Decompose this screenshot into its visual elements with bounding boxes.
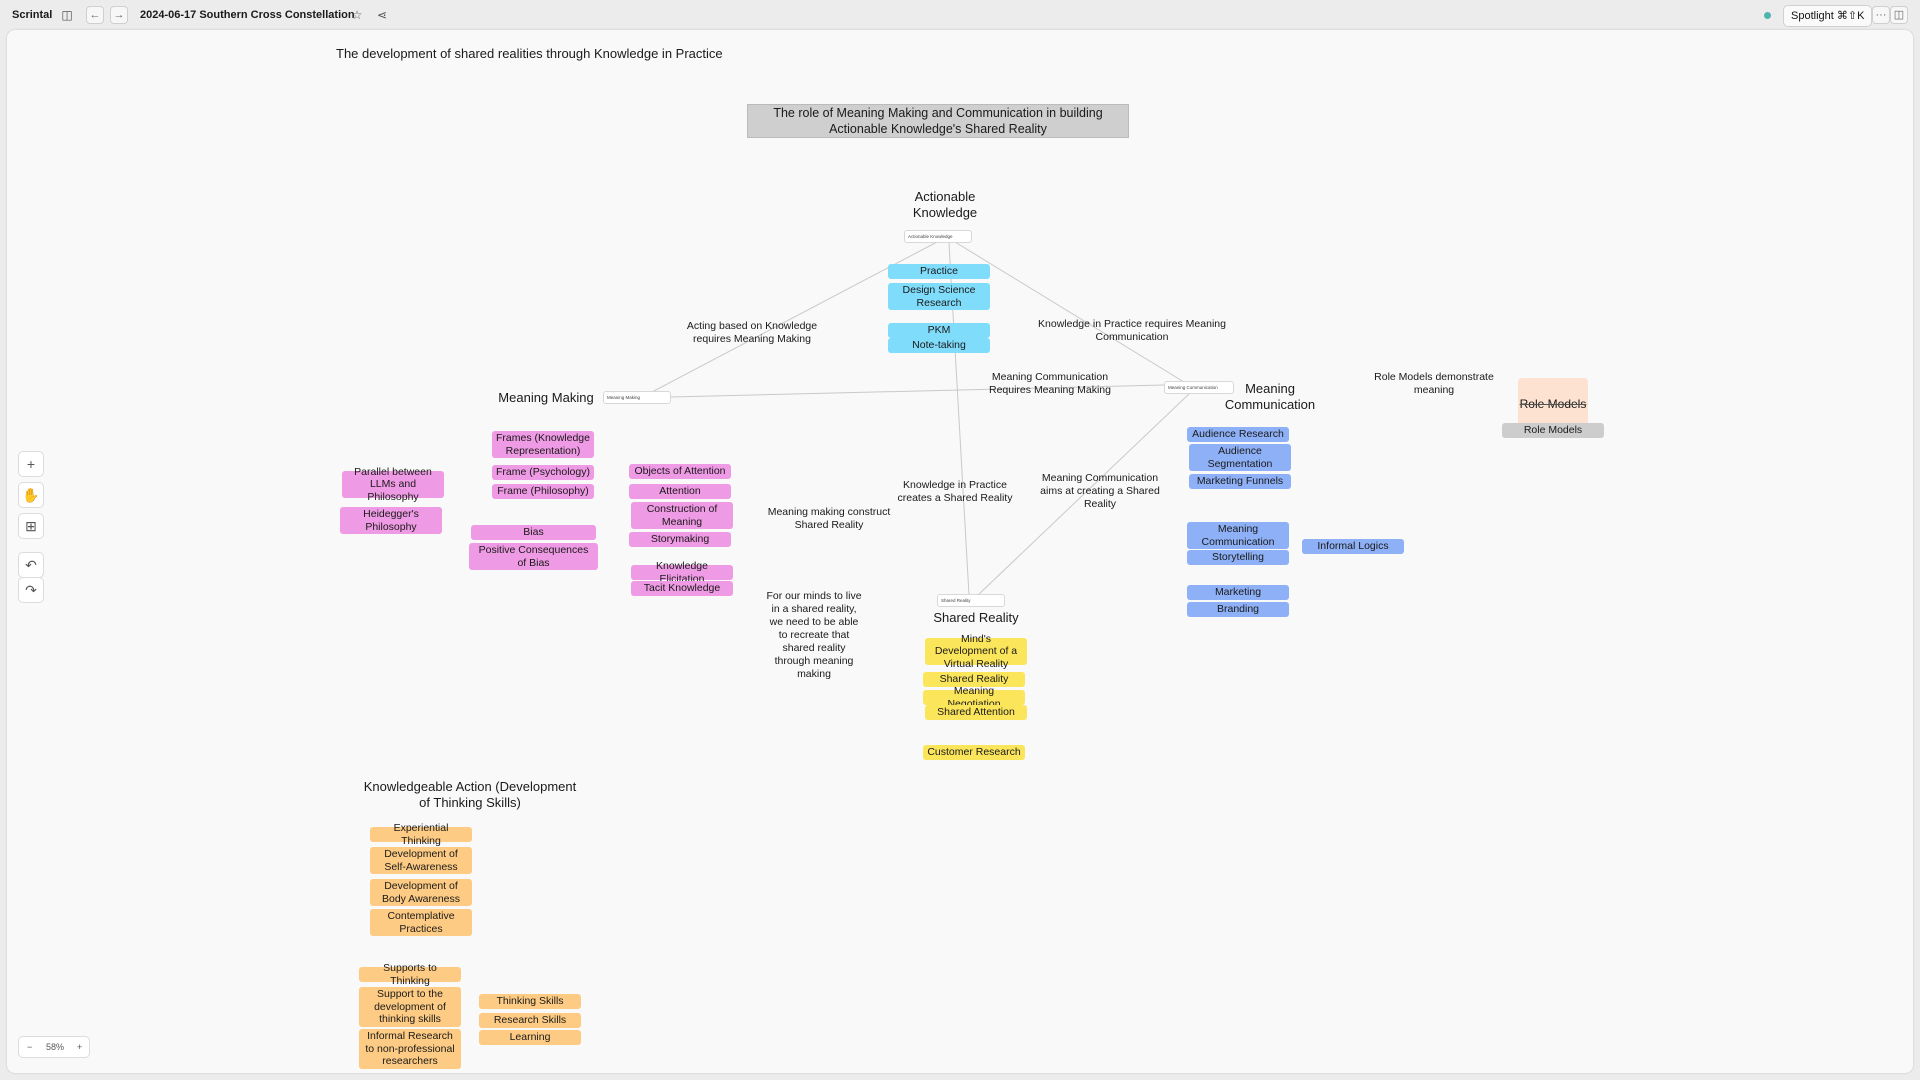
edge-label-kip-requires-mc[interactable]: Knowledge in Practice requires Meaning C… (1038, 318, 1226, 343)
tag-supports-to-thinking[interactable]: Supports to Thinking (359, 962, 461, 987)
tag-construction-of-meaning[interactable]: Construction of Meaning (631, 502, 733, 529)
tag-marketing[interactable]: Marketing (1187, 585, 1289, 600)
heading-actionable-knowledge[interactable]: Actionable Knowledge (912, 189, 978, 220)
tag-frame-philosophy[interactable]: Frame (Philosophy) (492, 484, 594, 499)
heading-meaning-communication[interactable]: Meaning Communication (1224, 381, 1316, 412)
tag-storytelling[interactable]: Storytelling (1187, 550, 1289, 565)
tag-branding[interactable]: Branding (1187, 602, 1289, 617)
tag-experiential-thinking[interactable]: Experiential Thinking (370, 822, 472, 847)
tag-positive-consequences-bias[interactable]: Positive Consequences of Bias (469, 543, 598, 570)
tag-meaning-negotiation[interactable]: Meaning Negotiation (923, 685, 1025, 710)
tag-development-body-awareness[interactable]: Development of Body Awareness (370, 879, 472, 906)
spotlight-button[interactable]: Spotlight ⌘⇧K (1783, 5, 1873, 27)
tag-storymaking[interactable]: Storymaking (629, 532, 731, 547)
tag-frame-psychology[interactable]: Frame (Psychology) (492, 465, 594, 480)
redo-button[interactable]: ↷ (18, 577, 44, 603)
zoom-in-button[interactable]: + (77, 1042, 83, 1052)
tag-learning[interactable]: Learning (479, 1030, 581, 1045)
grid-tool-button[interactable]: ⊞ (18, 513, 44, 539)
tag-minds-development-virtual-reality[interactable]: Mind's Development of a Virtual Reality (925, 633, 1027, 670)
tag-meaning-communication[interactable]: Meaning Communication (1187, 522, 1289, 549)
note-role-models-demonstrate[interactable]: Role Models demonstrate meaning (1374, 371, 1494, 396)
tag-informal-research-non-professional[interactable]: Informal Research to non-professional re… (359, 1029, 461, 1069)
tag-heidegger-philosophy[interactable]: Heidegger's Philosophy (340, 507, 442, 534)
edge-label-mc-requires-mm[interactable]: Meaning Communication Requires Meaning M… (989, 371, 1111, 396)
star-icon[interactable]: ☆ (351, 8, 363, 22)
card-shared-reality[interactable]: Shared Reality (937, 594, 1005, 607)
share-icon[interactable]: ⋖ (376, 8, 388, 22)
tag-pkm[interactable]: PKM (888, 323, 990, 338)
grid-icon: ⊞ (25, 518, 37, 534)
tag-bias[interactable]: Bias (471, 525, 596, 540)
board-title[interactable]: 2024-06-17 Southern Cross Constellation (140, 9, 355, 21)
add-card-button[interactable]: + (18, 451, 44, 477)
edge-label-mc-aims-sr[interactable]: Meaning Communication aims at creating a… (1040, 472, 1160, 510)
hand-icon: ✋ (22, 487, 40, 503)
tag-marketing-funnels[interactable]: Marketing Funnels (1189, 474, 1291, 489)
forward-button[interactable]: → (110, 6, 128, 24)
zoom-control: − 58% + (18, 1036, 90, 1058)
zoom-level: 58% (46, 1042, 65, 1052)
tag-thinking-skills[interactable]: Thinking Skills (479, 994, 581, 1009)
undo-icon: ↶ (25, 557, 37, 573)
board-canvas[interactable]: The development of shared realities thro… (7, 30, 1913, 1073)
tag-tacit-knowledge[interactable]: Tacit Knowledge (631, 581, 733, 596)
tag-parallel-llms-philosophy[interactable]: Parallel between LLMs and Philosophy (342, 466, 444, 503)
tag-support-development-thinking-skills[interactable]: Support to the development of thinking s… (359, 987, 461, 1027)
main-title-card[interactable]: The role of Meaning Making and Communica… (747, 104, 1129, 138)
heading-meaning-making[interactable]: Meaning Making (498, 390, 594, 405)
tag-shared-reality[interactable]: Shared Reality (923, 672, 1025, 687)
tag-practice[interactable]: Practice (888, 264, 990, 279)
plus-icon: + (26, 456, 36, 472)
app-name: Scrintal (12, 9, 53, 21)
note-minds-live-shared-reality[interactable]: For our minds to live in a shared realit… (766, 590, 862, 680)
sync-status-dot (1764, 12, 1771, 19)
card-role-models[interactable]: Role Models (1518, 378, 1588, 430)
edge-label-acting-requires-meaning-making[interactable]: Acting based on Knowledge requires Meani… (686, 320, 818, 345)
more-icon[interactable]: ··· (1872, 6, 1890, 24)
tag-audience-research[interactable]: Audience Research (1187, 427, 1289, 442)
zoom-out-button[interactable]: − (27, 1042, 33, 1052)
pan-tool-button[interactable]: ✋ (18, 482, 44, 508)
tag-frames-knowledge-representation[interactable]: Frames (Knowledge Representation) (492, 431, 594, 458)
tag-shared-attention[interactable]: Shared Attention (925, 705, 1027, 720)
tag-contemplative-practices[interactable]: Contemplative Practices (370, 909, 472, 936)
edge-label-kip-creates-sr[interactable]: Knowledge in Practice creates a Shared R… (897, 479, 1013, 504)
card-meaning-communication[interactable]: Meaning Communication (1164, 381, 1234, 394)
tag-audience-segmentation[interactable]: Audience Segmentation (1189, 444, 1291, 471)
heading-shared-reality[interactable]: Shared Reality (933, 610, 1019, 625)
tag-design-science-research[interactable]: Design Science Research (888, 283, 990, 310)
tag-customer-research[interactable]: Customer Research (923, 745, 1025, 760)
tag-role-models[interactable]: Role Models (1502, 423, 1604, 438)
tag-objects-of-attention[interactable]: Objects of Attention (629, 464, 731, 479)
undo-button[interactable]: ↶ (18, 552, 44, 578)
edge-label-mm-constructs-sr[interactable]: Meaning making construct Shared Reality (767, 506, 891, 531)
tag-informal-logics[interactable]: Informal Logics (1302, 539, 1404, 554)
board-subtitle: The development of shared realities thro… (336, 46, 723, 61)
tag-development-self-awareness[interactable]: Development of Self-Awareness (370, 847, 472, 874)
connections (651, 241, 1191, 597)
tag-attention[interactable]: Attention (629, 484, 731, 499)
title-bar: Scrintal ◫ ← → 2024-06-17 Southern Cross… (0, 0, 1920, 30)
panel-icon[interactable]: ◫ (1890, 6, 1908, 24)
tag-note-taking[interactable]: Note-taking (888, 338, 990, 353)
tag-research-skills[interactable]: Research Skills (479, 1013, 581, 1028)
redo-icon: ↷ (25, 582, 37, 598)
tag-knowledge-elicitation[interactable]: Knowledge Elicitation (631, 560, 733, 585)
back-button[interactable]: ← (86, 6, 104, 24)
card-meaning-making[interactable]: Meaning Making (603, 391, 671, 404)
sidebar-toggle-icon[interactable]: ◫ (61, 8, 73, 22)
card-actionable-knowledge[interactable]: Actionable Knowledge (904, 230, 972, 243)
heading-knowledgeable-action[interactable]: Knowledgeable Action (Development of Thi… (363, 779, 577, 810)
